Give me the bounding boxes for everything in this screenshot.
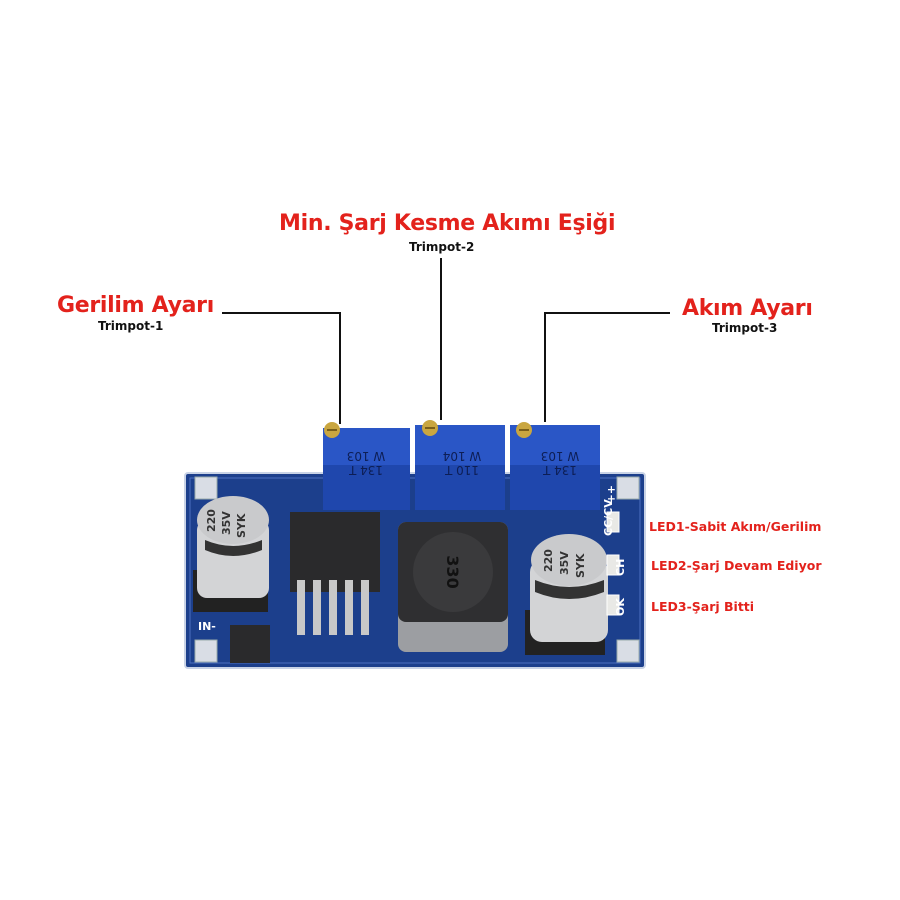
svg-text:134 T: 134 T <box>542 463 577 477</box>
trimpot2-title: Min. Şarj Kesme Akımı Eşiği <box>279 211 616 236</box>
svg-text:110 T: 110 T <box>444 463 479 477</box>
trimpot3-subtitle: Trimpot-3 <box>712 321 778 335</box>
trimpot-3: W 103 134 T <box>510 422 600 510</box>
regulator-ic <box>290 512 380 635</box>
trimpot-2: W 104 110 T <box>415 420 505 510</box>
leader-line-trimpot1 <box>222 312 341 314</box>
svg-text:134 T: 134 T <box>348 463 383 477</box>
svg-text:SYK: SYK <box>235 513 248 538</box>
trimpot1-subtitle: Trimpot-1 <box>98 319 164 333</box>
trimpot-1: W 103 134 T <box>323 422 410 510</box>
capacitor-left: 220 35V SYK <box>193 496 269 612</box>
svg-text:W 103: W 103 <box>347 449 386 463</box>
leader-line-trimpot3 <box>544 312 670 314</box>
leader-line-trimpot2 <box>440 258 442 420</box>
svg-text:IN-: IN- <box>198 620 216 633</box>
led1-label: LED1-Sabit Akım/Gerilim <box>649 519 822 534</box>
svg-text:CH: CH <box>614 559 627 576</box>
svg-text:W 104: W 104 <box>443 449 482 463</box>
trimpot1-title: Gerilim Ayarı <box>57 293 214 318</box>
svg-text:OK: OK <box>614 598 627 616</box>
svg-text:35V: 35V <box>558 551 571 575</box>
svg-text:SYK: SYK <box>574 553 587 578</box>
capacitor-right: 220 35V SYK <box>525 534 608 655</box>
svg-text:++: ++ <box>605 485 618 503</box>
inductor: 330 <box>398 522 508 652</box>
leader-line-trimpot3-v <box>544 312 546 422</box>
mounting-holes <box>194 476 640 663</box>
svg-text:W 103: W 103 <box>541 449 580 463</box>
trimpot2-subtitle: Trimpot-2 <box>409 240 475 254</box>
svg-text:330: 330 <box>443 555 462 588</box>
diode <box>230 625 270 663</box>
leader-line-trimpot1-v <box>339 312 341 424</box>
trimpot3-title: Akım Ayarı <box>682 296 813 321</box>
led2-label: LED2-Şarj Devam Ediyor <box>651 558 822 573</box>
svg-text:35V: 35V <box>220 511 233 535</box>
status-leds <box>606 511 620 616</box>
svg-text:220: 220 <box>542 549 555 572</box>
svg-text:220: 220 <box>205 509 218 532</box>
svg-text:CC/CV: CC/CV <box>602 499 615 536</box>
led3-label: LED3-Şarj Bitti <box>651 599 755 614</box>
